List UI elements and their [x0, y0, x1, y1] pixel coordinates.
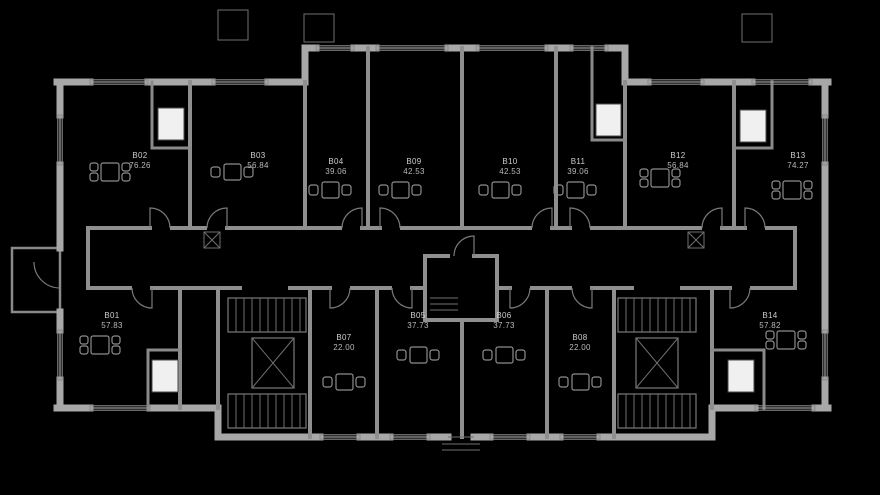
- unit-B14[interactable]: [712, 288, 825, 408]
- balcony-outline: [10, 246, 62, 314]
- door-swings: [33, 207, 766, 309]
- unit-id: B07: [336, 333, 351, 342]
- unit-id: B04: [328, 157, 343, 166]
- unit-id: B11: [571, 157, 586, 166]
- unit-area: 42.53: [403, 167, 425, 176]
- unit-B04[interactable]: [305, 48, 368, 228]
- shower-tray-icon: [151, 359, 179, 393]
- riser-cross: [203, 231, 221, 249]
- elevator-cross: [635, 337, 679, 389]
- elevator-icon: [251, 337, 295, 389]
- unit-area: 42.53: [499, 167, 521, 176]
- riser-cross: [687, 231, 705, 249]
- unit-area: 39.06: [325, 167, 347, 176]
- stair-flight: [227, 297, 307, 333]
- unit-id: B13: [790, 151, 805, 160]
- vent-shaft-icon: [741, 13, 773, 43]
- vent-shaft-icon: [303, 13, 335, 43]
- unit-B10[interactable]: [462, 48, 556, 228]
- shower-tray-icon: [157, 107, 185, 141]
- unit-area: 37.73: [407, 321, 429, 330]
- unit-id: B06: [496, 311, 511, 320]
- exterior-walls: [53, 44, 832, 441]
- riser-shafts: [203, 231, 705, 249]
- stair-core-left: [227, 297, 307, 429]
- unit-area: 57.83: [101, 321, 123, 330]
- unit-id: B09: [406, 157, 421, 166]
- unit-area: 39.06: [567, 167, 589, 176]
- vent-shaft-icon: [217, 9, 249, 41]
- unit-B09[interactable]: [368, 48, 462, 228]
- window-glazing-lines: [59, 47, 826, 438]
- unit-id: B10: [502, 157, 517, 166]
- unit-B07[interactable]: [310, 288, 377, 437]
- unit-B01[interactable]: [60, 288, 180, 408]
- unit-id: B01: [104, 311, 119, 320]
- stair-core-right: [617, 297, 697, 429]
- entrance-lobby: [430, 297, 480, 451]
- bathroom-partitions: [146, 46, 774, 410]
- interior-walls: [86, 46, 797, 439]
- balcony: [10, 246, 62, 314]
- unit-id: B14: [762, 311, 777, 320]
- unit-area: 57.82: [759, 321, 781, 330]
- unit-labels: B02 76.26 B03 56.84 B04 39.06 B09 42.53 …: [101, 151, 809, 352]
- unit-B02[interactable]: [60, 82, 190, 228]
- unit-area: 56.84: [247, 161, 269, 170]
- unit-id: B02: [132, 151, 147, 160]
- shower-tray-icon: [727, 359, 755, 393]
- elevator-icon: [635, 337, 679, 389]
- unit-id: B08: [572, 333, 587, 342]
- unit-B03[interactable]: [190, 82, 305, 228]
- unit-area: 76.26: [129, 161, 151, 170]
- stair-treads: [625, 298, 691, 332]
- stair-flight: [617, 297, 697, 333]
- unit-area: 56.84: [667, 161, 689, 170]
- unit-B11[interactable]: [556, 48, 625, 228]
- unit-area: 74.27: [787, 161, 809, 170]
- stair-treads: [625, 394, 691, 428]
- elevator-cross: [251, 337, 295, 389]
- unit-area: 22.00: [569, 343, 591, 352]
- unit-id: B12: [670, 151, 685, 160]
- unit-area: 37.73: [493, 321, 515, 330]
- entry-steps: [442, 436, 480, 451]
- unit-B08[interactable]: [547, 288, 614, 437]
- vent-shafts: [217, 9, 773, 43]
- shower-tray-icon: [595, 103, 622, 137]
- stair-treads: [235, 394, 301, 428]
- riser-icon: [203, 231, 221, 249]
- unit-id: B05: [410, 311, 425, 320]
- bathroom-fixtures: [151, 103, 767, 393]
- unit-id: B03: [250, 151, 265, 160]
- unit-B13[interactable]: [734, 82, 825, 228]
- stair-treads: [235, 298, 301, 332]
- lobby-steps: [430, 297, 458, 311]
- shower-tray-icon: [739, 109, 767, 143]
- windows: [57, 45, 828, 440]
- unit-area: 22.00: [333, 343, 355, 352]
- riser-icon: [687, 231, 705, 249]
- stair-flight: [617, 393, 697, 429]
- stair-flight: [227, 393, 307, 429]
